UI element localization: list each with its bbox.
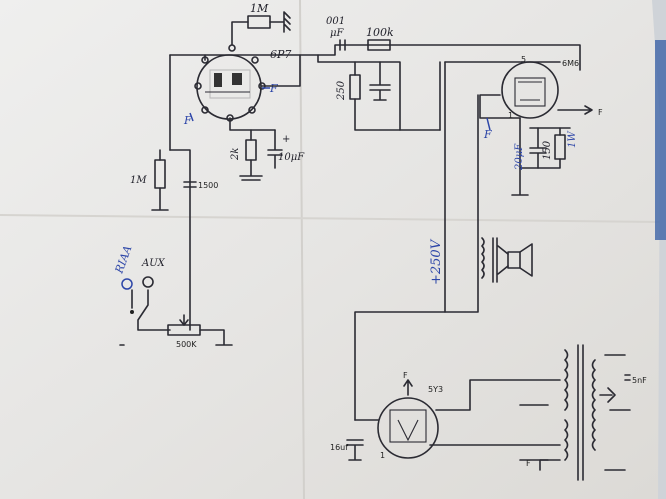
volume-pot-label: 500K bbox=[176, 340, 197, 349]
resistor-1m-top-label: 1M bbox=[250, 2, 269, 15]
input-selector-switch bbox=[131, 289, 171, 331]
power-transformer bbox=[564, 344, 596, 481]
resistor-100k bbox=[367, 39, 391, 51]
rectifier-tube bbox=[377, 397, 439, 459]
coupling-cap-value: 001 bbox=[326, 16, 345, 27]
output-tube-pin1: 1 bbox=[508, 111, 513, 120]
input-aux-label: AUX bbox=[141, 258, 166, 269]
output-tube-type: 6M6 bbox=[562, 59, 579, 68]
output-resistor-150: 150 bbox=[542, 140, 553, 160]
filter-capacitor bbox=[346, 439, 364, 461]
snubber-cap-label: 5nF bbox=[632, 376, 647, 385]
rectifier-pin1: 1 bbox=[380, 451, 385, 460]
resistor-1m-top bbox=[231, 11, 291, 46]
transformer-filament-f: F bbox=[526, 459, 531, 468]
rectifier-tube-type: 5Y3 bbox=[428, 385, 443, 394]
output-transformer bbox=[481, 237, 498, 283]
speaker-icon bbox=[497, 243, 533, 277]
blue-edge-object bbox=[655, 40, 666, 240]
coupling-capacitor bbox=[339, 39, 346, 51]
capacitor-1500 bbox=[183, 181, 197, 188]
output-cap-20uf: 20μF bbox=[514, 143, 525, 171]
snubber-capacitor bbox=[624, 374, 631, 381]
preamp-filament-f1: F bbox=[269, 82, 278, 95]
wire-top-rail bbox=[169, 44, 581, 71]
output-cathode-cap bbox=[529, 127, 547, 169]
output-filament-f: F bbox=[483, 128, 492, 141]
preamp-filament-f2: F bbox=[183, 114, 192, 127]
paper-fold-horizontal bbox=[0, 214, 661, 223]
resistor-250-label: 250 bbox=[336, 80, 347, 101]
output-tube-pin5: 5 bbox=[521, 55, 526, 64]
filter-cap-label: 16uf bbox=[330, 443, 348, 452]
capacitor-1500-label: 1500 bbox=[198, 181, 218, 190]
output-filament-label: F bbox=[598, 108, 603, 117]
coupling-cap-unit: μF bbox=[330, 28, 344, 39]
aux-jack-icon[interactable] bbox=[142, 276, 154, 288]
rectifier-filament-f: F bbox=[403, 371, 408, 380]
wire-b-plus-rail bbox=[354, 61, 446, 421]
riaa-jack-icon[interactable] bbox=[121, 278, 133, 290]
output-resistor-1w: 1W bbox=[567, 131, 578, 148]
cathode-cap-plus: + bbox=[282, 134, 290, 145]
b-plus-voltage: +250V bbox=[429, 238, 444, 285]
resistor-100k-label: 100k bbox=[366, 26, 394, 39]
resistor-2k-label: 2k bbox=[230, 148, 241, 161]
cathode-capacitor bbox=[267, 129, 283, 169]
cathode-cap-label: 10μF bbox=[278, 152, 305, 163]
bypass-capacitor bbox=[369, 61, 391, 101]
resistor-1m-input-label: 1M bbox=[130, 175, 147, 186]
